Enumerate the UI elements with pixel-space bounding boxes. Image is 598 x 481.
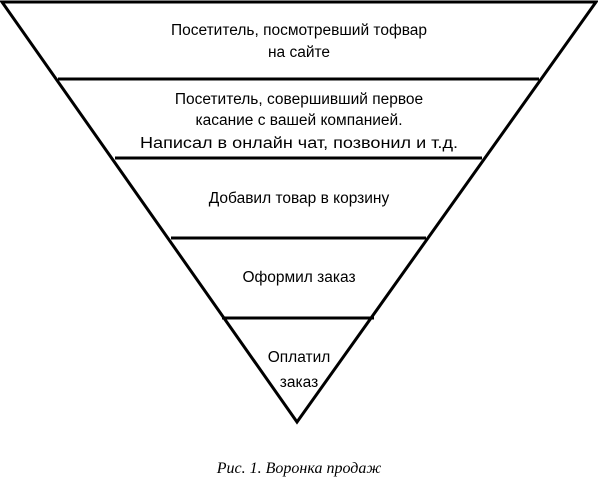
stage-2-line-3: Написал в онлайн чат, позвонил и т.д.: [140, 135, 458, 152]
stage-1-line-2: на сайте: [268, 44, 330, 61]
funnel-stage-5: Оплатил заказ: [268, 349, 331, 391]
stage-2-line-2: касание с вашей компанией.: [195, 112, 402, 129]
funnel-stage-3: Добавил товар в корзину: [209, 190, 390, 207]
funnel-outline: [0, 0, 598, 425]
stage-5-line-1: Оплатил: [268, 349, 331, 366]
funnel-stage-4: Оформил заказ: [242, 269, 355, 286]
funnel-stage-2: Посетитель, совершивший первое касание с…: [140, 91, 458, 152]
stage-1-line-1: Посетитель, посмотревший тофвар: [171, 22, 427, 39]
stage-3-line-1: Добавил товар в корзину: [209, 190, 390, 207]
stage-5-line-2: заказ: [280, 374, 318, 391]
figure-caption: Рис. 1. Воронка продаж: [216, 460, 382, 477]
stage-2-line-1: Посетитель, совершивший первое: [175, 91, 423, 108]
funnel-stage-1: Посетитель, посмотревший тофвар на сайте: [171, 22, 427, 61]
stage-4-line-1: Оформил заказ: [242, 269, 355, 286]
